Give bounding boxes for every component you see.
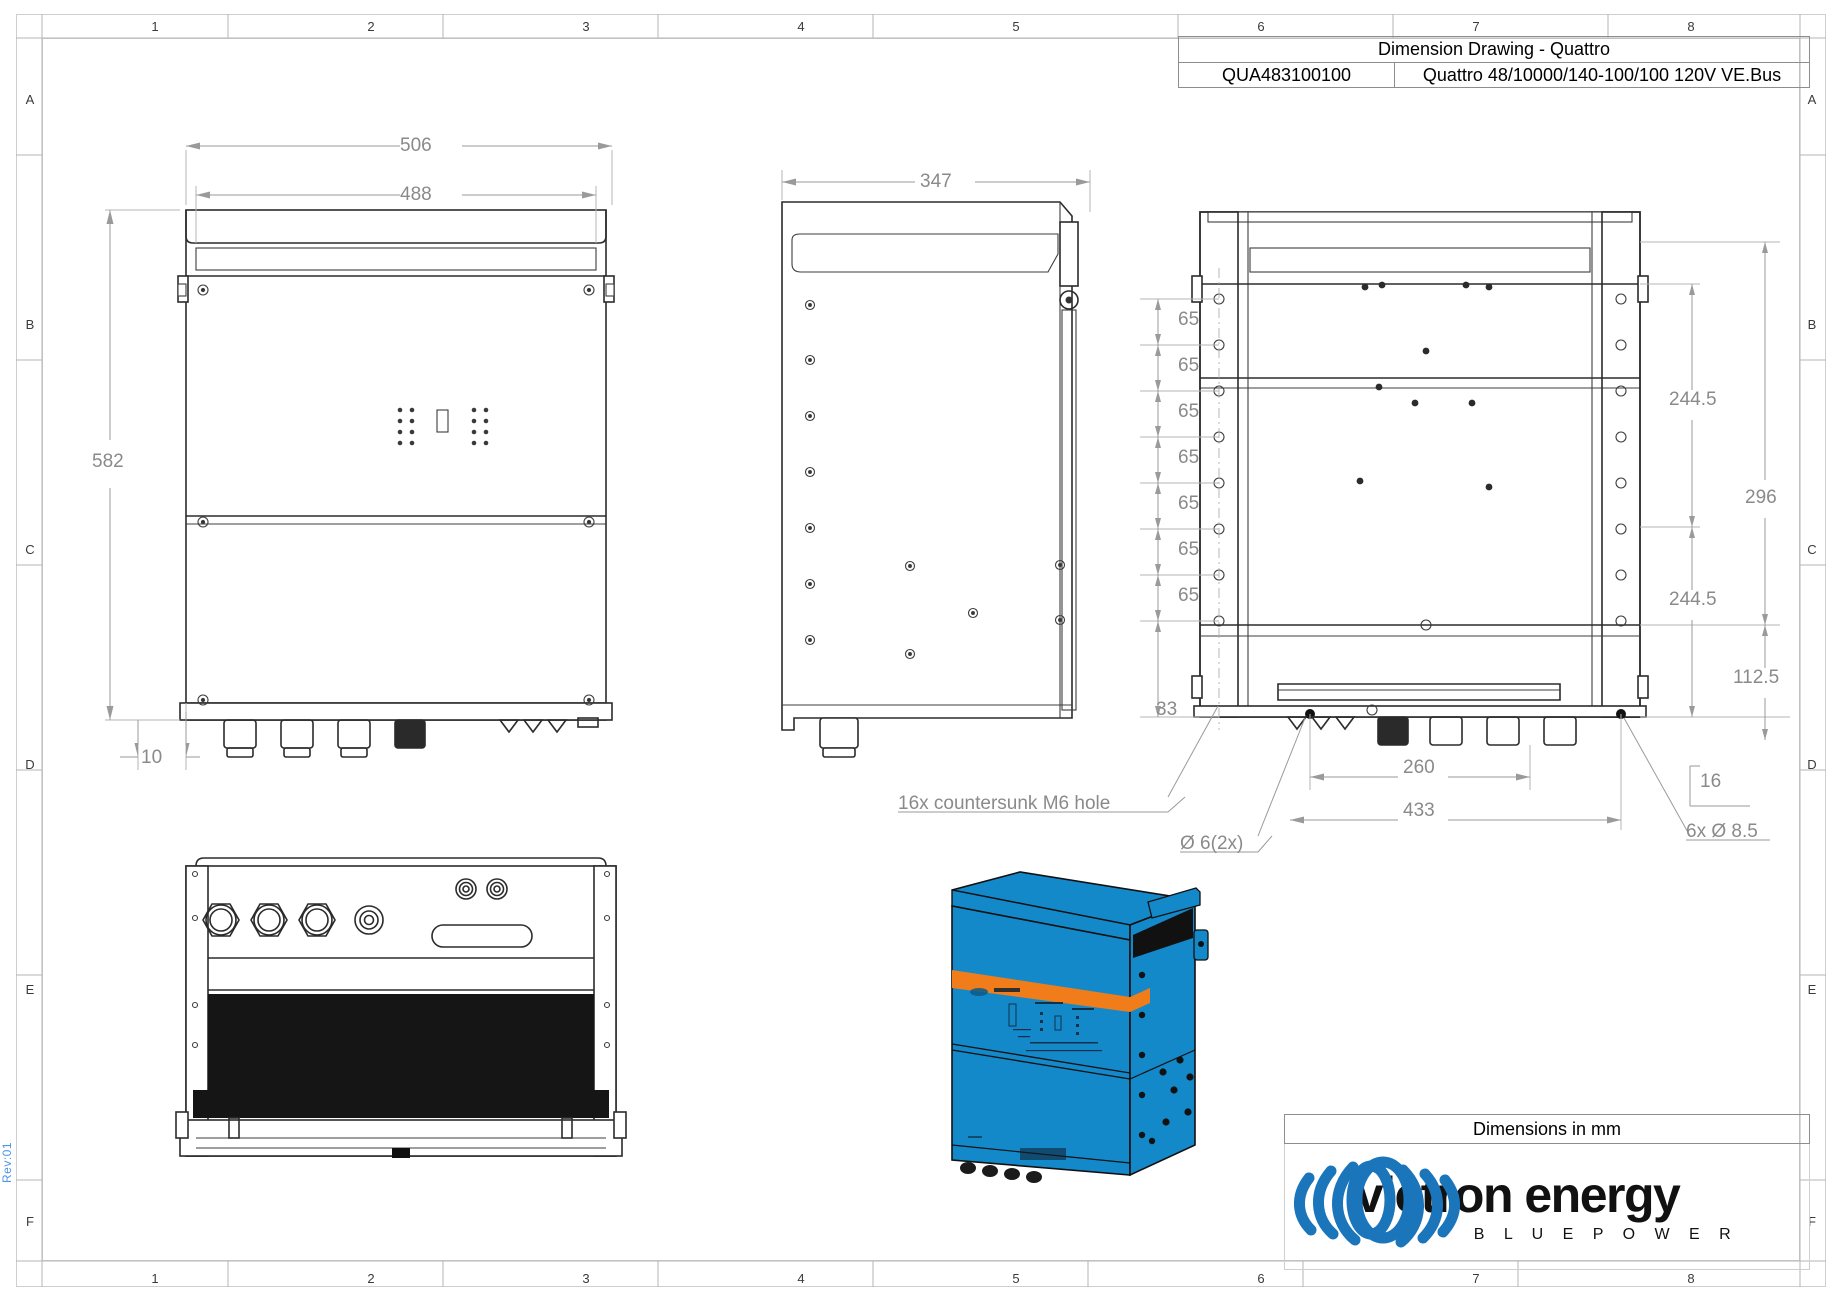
zone-col-bot-1: 1 [151, 1271, 159, 1286]
dim-65-5: 65 [1178, 493, 1200, 514]
zone-row-left-f: F [26, 1214, 34, 1229]
zone-col-top-6: 6 [1257, 19, 1265, 34]
dim-347: 347 [920, 171, 952, 192]
dim-65-1: 65 [1178, 309, 1200, 330]
sheet-border-outer [16, 14, 1826, 1287]
dim-582-line [105, 209, 180, 721]
zone-row-left-b: B [25, 317, 35, 332]
dim-112-5: 112.5 [1733, 667, 1780, 688]
title-block-row-title: Dimension Drawing - Quattro [1178, 36, 1810, 62]
countersunk-note: 16x countersunk M6 hole [898, 793, 1111, 814]
dim-582: 582 [92, 451, 124, 472]
zone-col-top-8: 8 [1687, 19, 1695, 34]
part-description: Quattro 48/10000/140-100/100 120V VE.Bus [1422, 64, 1782, 85]
zone-row-right-c: C [1807, 542, 1817, 557]
zone-col-top-4: 4 [797, 19, 805, 34]
zone-row-right-b: B [1807, 317, 1817, 332]
zone-row-right-e: E [1807, 982, 1817, 997]
dim-10-line [120, 703, 200, 770]
zone-row-right-d: D [1807, 757, 1817, 772]
dim-260: 260 [1403, 757, 1435, 778]
dim-65-3: 65 [1178, 401, 1200, 422]
zone-row-right-a: A [1807, 92, 1817, 107]
dim-506: 506 [400, 135, 432, 156]
part-number: QUA483100100 [1179, 63, 1395, 87]
title-block: Dimension Drawing - Quattro QUA483100100… [1178, 36, 1810, 88]
zone-col-top-7: 7 [1472, 19, 1480, 34]
dim-347-line [781, 170, 1091, 212]
zone-row-left-a: A [25, 92, 35, 107]
zone-row-left-c: C [25, 542, 35, 557]
zone-row-right-f: F [1808, 1214, 1816, 1229]
dia85-note: 6x Ø 8.5 [1686, 821, 1758, 842]
dim-433: 433 [1403, 800, 1435, 821]
dim-488-line [195, 186, 597, 243]
dim-65-2: 65 [1178, 355, 1200, 376]
zone-col-bot-6: 6 [1257, 1271, 1265, 1286]
zone-col-bot-4: 4 [797, 1271, 805, 1286]
dim-244-5-top: 244.5 [1669, 389, 1717, 410]
dim-65-6: 65 [1178, 539, 1200, 560]
zone-col-top-5: 5 [1012, 19, 1020, 34]
dim-33: 33 [1156, 699, 1178, 720]
dim-16: 16 [1700, 771, 1722, 792]
dim-65-4: 65 [1178, 447, 1200, 468]
zone-col-bot-3: 3 [582, 1271, 590, 1286]
zone-col-bot-5: 5 [1012, 1271, 1020, 1286]
dim-506-line [185, 142, 613, 205]
zone-row-left-d: D [25, 757, 35, 772]
title-block-row-part: QUA483100100 Quattro 48/10000/140-100/10… [1178, 62, 1810, 88]
dia6-note: Ø 6(2x) [1180, 833, 1244, 854]
brand-logo: victron energy B L U E P O W E R [1284, 1144, 1810, 1270]
revision-label: Rev:01 [0, 1141, 14, 1183]
brand-tagline: B L U E P O W E R [1473, 1225, 1739, 1243]
zone-col-bot-7: 7 [1472, 1271, 1480, 1286]
zone-col-top-3: 3 [582, 19, 590, 34]
zone-row-left-e: E [25, 982, 35, 997]
dim-10: 10 [141, 747, 163, 768]
zone-col-top-2: 2 [367, 19, 375, 34]
units-note: Dimensions in mm [1284, 1114, 1810, 1144]
zone-col-bot-8: 8 [1687, 1271, 1695, 1286]
dim-488: 488 [400, 184, 432, 205]
dim-296: 296 [1745, 487, 1777, 508]
victron-swirl-icon [1294, 1156, 1460, 1248]
zone-col-top-1: 1 [151, 19, 159, 34]
zone-col-bot-2: 2 [367, 1271, 375, 1286]
dim-244-5-bot: 244.5 [1669, 589, 1717, 610]
drawing-title: Dimension Drawing - Quattro [1377, 39, 1611, 59]
dim-65-7: 65 [1178, 585, 1200, 606]
